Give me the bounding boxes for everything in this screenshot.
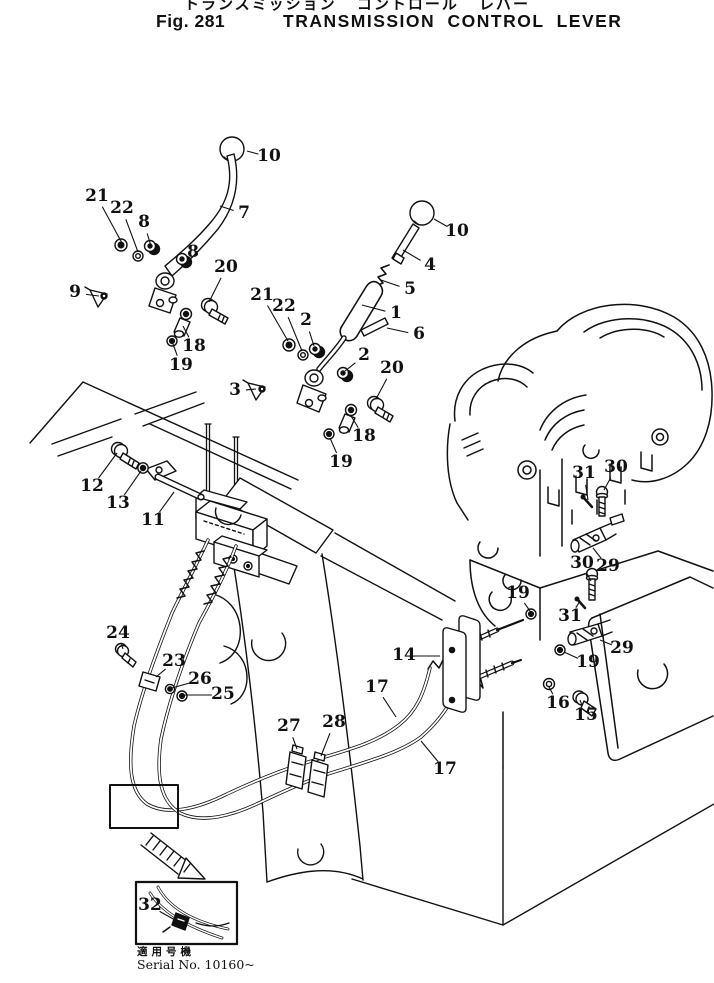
bracket-plate (442, 615, 481, 713)
serial-note: 適用号機 Serial No. 10160~ (137, 946, 255, 972)
bend-highlight-rect (109, 784, 179, 829)
floor-panel-lines (29, 381, 299, 490)
figure-title-japanese: トランスミッション コントロール レバー (183, 0, 531, 13)
clamp-block (195, 500, 268, 578)
right-lever-assembly (242, 200, 435, 440)
frame-corner-lines (351, 767, 714, 926)
serial-note-japanese: 適用号機 (137, 946, 195, 958)
figure-title: TRANSMISSION CONTROL LEVER (283, 11, 623, 31)
detail-box (134, 880, 239, 946)
left-lever-assembly (84, 136, 245, 347)
pin-and-bolt-group (110, 441, 205, 501)
figure-number: Fig. 281 (156, 11, 226, 31)
flow-arrow (140, 832, 206, 880)
cable-clamp-group (114, 642, 329, 798)
serial-number-text: Serial No. 10160~ (137, 957, 255, 973)
